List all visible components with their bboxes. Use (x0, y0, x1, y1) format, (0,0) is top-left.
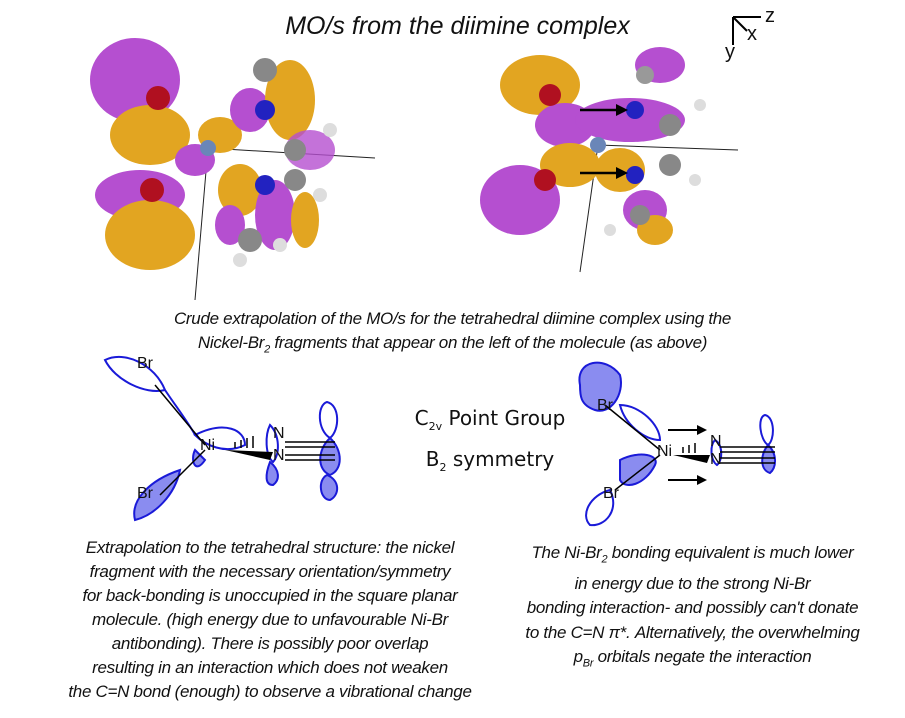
right-subscript: 2 (601, 553, 608, 566)
axes-indicator: z x y (725, 5, 795, 65)
right-line: to the C=N π*. Alternatively, the overwh… (525, 622, 860, 642)
symmetry-label: B2 symmetry (400, 443, 580, 484)
atom-label-br: Br (137, 355, 153, 372)
orbital-diagram-right: Br Br Ni N N (565, 355, 795, 535)
axis-y-label: y (725, 41, 735, 63)
right-subscript: Br (582, 657, 594, 670)
mo-render-left (80, 30, 390, 310)
point-group-label: C2v Point Group B2 symmetry (400, 402, 580, 484)
left-line: Extrapolation to the tetrahedral structu… (85, 538, 455, 557)
left-explanation: Extrapolation to the tetrahedral structu… (0, 536, 540, 704)
right-line: bonding interaction- and possibly can't … (526, 598, 859, 618)
orbital-diagram-left: Br Br Ni N N (95, 350, 375, 530)
axis-z-label: z (765, 5, 775, 27)
caption-line-2: Nickel-Br2 fragments that appear on the … (0, 331, 905, 361)
axes-icon (732, 16, 761, 45)
right-text: bonding equivalent is much lower (607, 543, 854, 562)
left-line: resulting in an interaction which does n… (92, 658, 448, 677)
left-line: the C=N bond (enough) to observe a vibra… (68, 682, 472, 701)
left-line: antibonding). There is possibly poor ove… (111, 634, 429, 653)
sym-text: symmetry (446, 447, 555, 471)
atom-label-n: N (273, 447, 285, 464)
atom-label-br: Br (597, 397, 613, 414)
atom-label-n: N (710, 451, 722, 468)
caption-subscript: 2 (264, 343, 270, 356)
pg-sub: 2v (428, 420, 443, 433)
atom-label-ni: Ni (200, 437, 216, 454)
left-line: fragment with the necessary orientation/… (89, 562, 451, 581)
right-line: The Ni-Br2 bonding equivalent is much lo… (480, 541, 905, 572)
caption-text: Nickel-Br (197, 333, 265, 352)
atom-label-ni: Ni (657, 443, 673, 460)
page-title: MO/s from the diimine complex (285, 12, 630, 40)
atom-label-br: Br (603, 485, 619, 502)
right-text: orbitals negate the interaction (593, 647, 812, 667)
right-line: pBr orbitals negate the interaction (480, 645, 905, 676)
right-text: p (573, 647, 583, 667)
right-text: The Ni-Br (531, 543, 602, 562)
sym-b: B (425, 447, 440, 471)
right-explanation: The Ni-Br2 bonding equivalent is much lo… (480, 541, 905, 676)
atom-label-n: N (710, 433, 722, 450)
caption-text: fragments that appear on the left of the… (269, 333, 708, 352)
right-line: in energy due to the strong Ni-Br (574, 573, 811, 593)
left-line: molecule. (high energy due to unfavourab… (91, 610, 449, 629)
mo-caption: Crude extrapolation of the MO/s for the … (0, 307, 905, 361)
atom-label-br: Br (137, 485, 153, 502)
atom-label-n: N (273, 425, 285, 442)
sym-sub: 2 (439, 461, 447, 474)
axis-x-label: x (747, 23, 757, 45)
point-group: C2v Point Group (400, 402, 580, 443)
pg-c: C (414, 406, 429, 430)
mo-render-right (480, 40, 760, 280)
caption-line-1: Crude extrapolation of the MO/s for the … (173, 309, 732, 328)
left-line: for back-bonding is unoccupied in the sq… (82, 586, 458, 605)
pg-text: Point Group (442, 406, 566, 430)
